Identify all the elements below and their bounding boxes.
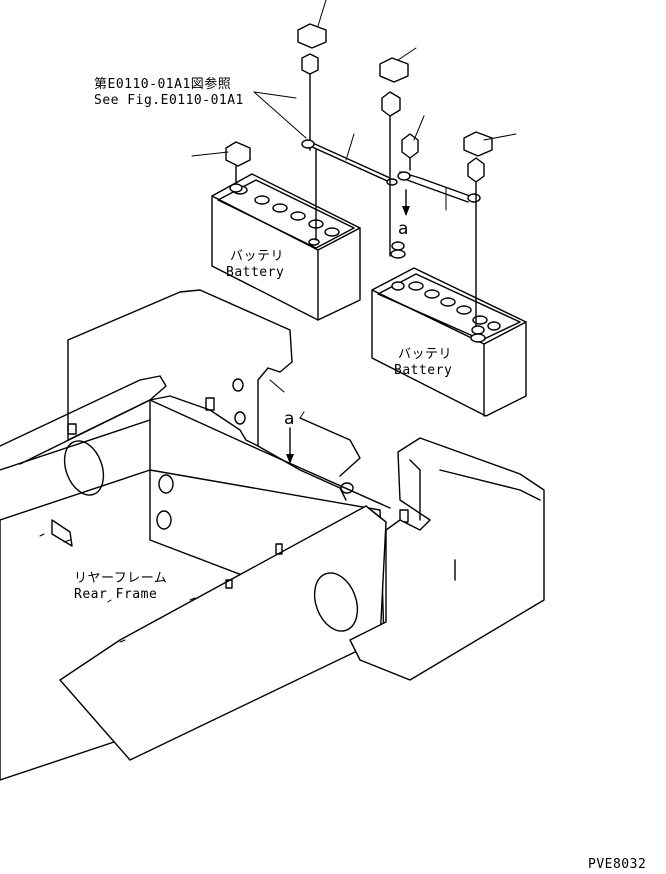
hardware <box>191 0 517 464</box>
battery-left-label-jp: バッテリ <box>230 249 284 264</box>
marker-a-top: a <box>398 219 408 239</box>
battery-right-label-en: Battery <box>394 363 452 378</box>
rear-frame <box>0 289 545 781</box>
battery-right-caps <box>391 281 501 331</box>
frame-label-jp: リヤーフレーム <box>74 571 167 586</box>
drawing-code: PVE8032 <box>588 857 646 872</box>
reference-label-en: See Fig.E0110-01A1 <box>94 93 244 108</box>
marker-a-bottom: a <box>284 409 294 429</box>
battery-left-label-en: Battery <box>226 265 284 280</box>
battery-right <box>371 267 527 417</box>
frame-label-en: Rear Frame <box>74 587 157 602</box>
battery-right-label-jp: バッテリ <box>398 347 452 362</box>
reference-label-jp: 第E0110-01A1図参照 <box>94 76 231 92</box>
battery-left <box>211 173 361 321</box>
